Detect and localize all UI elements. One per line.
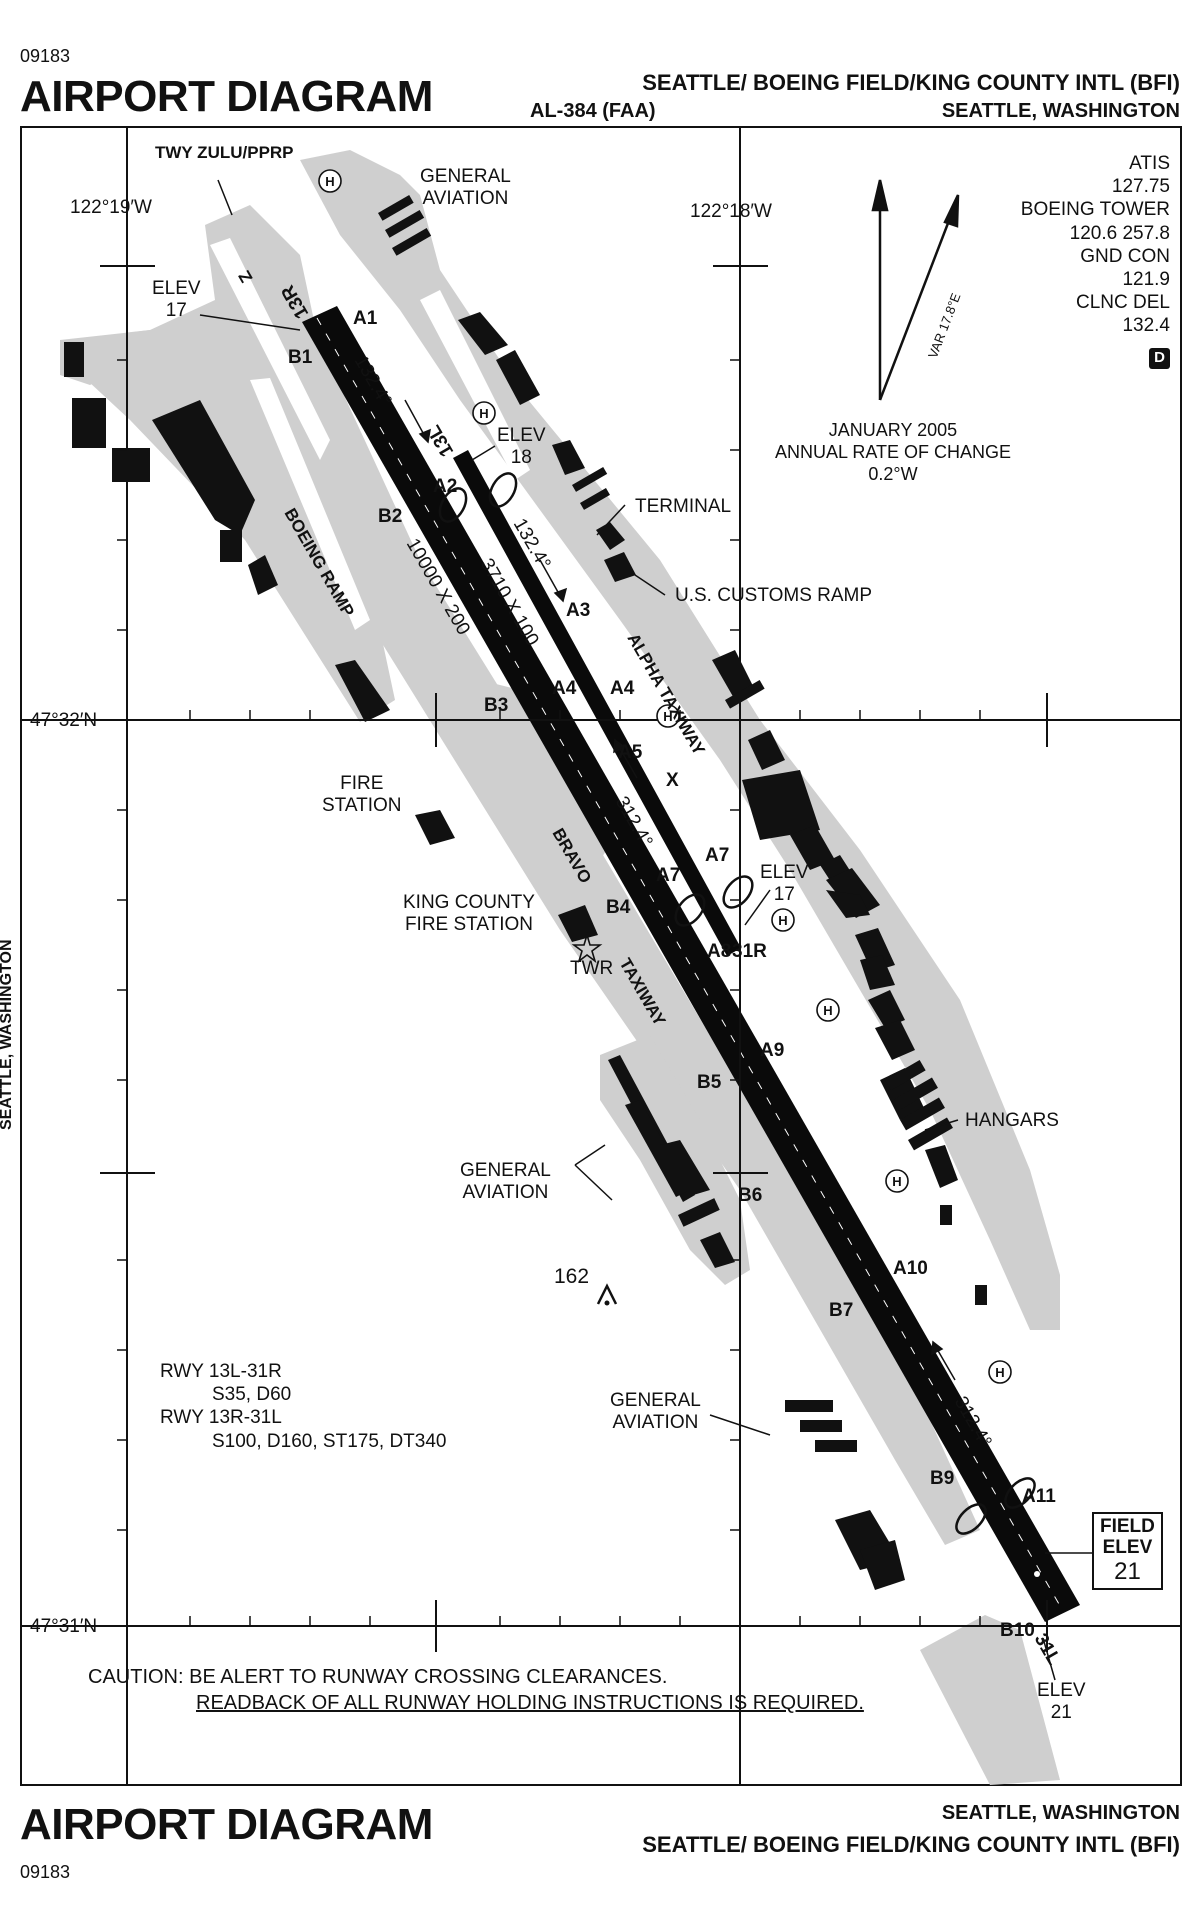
general-aviation-north: GENERAL AVIATION: [420, 166, 511, 209]
svg-text:H: H: [823, 1003, 832, 1018]
fire-station-label: FIRE STATION: [322, 773, 402, 816]
caution-line-1: CAUTION: BE ALERT TO RUNWAY CROSSING CLE…: [88, 1666, 668, 1688]
gnd-label: GND CON: [1080, 245, 1170, 267]
taxiway-b3: B3: [484, 695, 509, 716]
twy-zulu-label: TWY ZULU/PPRP: [155, 143, 294, 162]
tower-label: TWR: [570, 958, 614, 979]
buildings: [64, 195, 987, 1590]
elev-13l-label: ELEV 18: [497, 425, 546, 468]
taxiway-b4: B4: [606, 897, 631, 918]
leader-lines: [199, 179, 1092, 1681]
caution-line-2: READBACK OF ALL RUNWAY HOLDING INSTRUCTI…: [196, 1692, 864, 1714]
svg-text:H: H: [995, 1365, 1004, 1380]
frequency-block: ATIS 127.75 BOEING TOWER 120.6 257.8 GND…: [1021, 152, 1170, 369]
taxiway-b6: B6: [738, 1185, 763, 1206]
atis-freq: 127.75: [1111, 176, 1170, 198]
mag-rate-label: ANNUAL RATE OF CHANGE: [774, 442, 1012, 462]
chart-title-bottom: AIRPORT DIAGRAM: [20, 1800, 433, 1849]
taxiway-a11: A11: [1022, 1486, 1056, 1507]
lon-west-label: 122°19′W: [70, 197, 152, 218]
heading-arrows: [404, 399, 956, 1381]
taxiway-a5: A5: [618, 742, 643, 763]
lat-lon-grid: [20, 127, 1182, 1786]
chart-title-top: AIRPORT DIAGRAM: [20, 72, 433, 121]
taxiway-b5: B5: [697, 1072, 722, 1093]
islands: [210, 238, 960, 1235]
terminal-label: TERMINAL: [635, 496, 732, 517]
hold-markings: [438, 472, 1036, 1535]
pavement: [60, 150, 1060, 1785]
runway-13l-31r: [453, 450, 741, 956]
city-state-top: SEATTLE, WASHINGTON: [941, 100, 1180, 122]
king-county-fire-label: KING COUNTY FIRE STATION: [403, 892, 535, 935]
taxiway-a10: A10: [893, 1258, 928, 1279]
atis-label: ATIS: [1129, 153, 1170, 174]
taxiway-a9: A9: [760, 1040, 785, 1061]
d-atis-symbol: D: [1149, 348, 1170, 369]
field-elevation-box: FIELD ELEV 21: [1092, 1512, 1163, 1591]
taxiway-a8: A8: [707, 941, 732, 962]
mag-rate: 0.2°W: [868, 464, 918, 484]
gnd-freq: 121.9: [1122, 268, 1170, 290]
clnc-label: CLNC DEL: [1076, 292, 1170, 314]
elev-13r-label: ELEV 17: [152, 278, 201, 321]
diagram-frame: [20, 126, 1182, 1786]
hangars-label: HANGARS: [965, 1110, 1059, 1131]
runway-31r-label: 31R: [732, 941, 767, 962]
customs-ramp-label: U.S. CUSTOMS RAMP: [675, 585, 873, 606]
taxiway-b9: B9: [930, 1468, 955, 1489]
svg-text:H: H: [778, 913, 787, 928]
taxiway-b1: B1: [288, 347, 313, 368]
procedure-id: AL-384 (FAA): [530, 100, 656, 122]
tower-star-icon: [571, 932, 603, 964]
obstacle-height: 162: [554, 1265, 590, 1288]
general-aviation-mid: GENERAL AVIATION: [460, 1160, 551, 1203]
runway-strength-block: RWY 13L-31R S35, D60 RWY 13R-31L S100, D…: [160, 1361, 447, 1452]
lat-north-label: 47°32′N: [30, 710, 98, 731]
svg-text:H: H: [663, 709, 672, 724]
tower-freq: 120.6 257.8: [1069, 222, 1170, 244]
grid-ticks: [117, 359, 981, 1626]
tower-label: BOEING TOWER: [1020, 199, 1170, 221]
helipad-h: H: [325, 174, 334, 189]
field-elev-dot: [1034, 1571, 1040, 1577]
taxiway-a1: A1: [353, 308, 378, 329]
svg-text:H: H: [479, 406, 488, 421]
runway-13r-31l: [302, 306, 1080, 1622]
chart-cycle-top: 09183: [20, 46, 71, 66]
clnc-freq: 132.4: [1122, 315, 1170, 337]
taxiway-b2: B2: [378, 506, 403, 527]
taxiway-a4-west: A4: [552, 678, 577, 699]
taxiway-b10: B10: [1000, 1620, 1035, 1641]
lat-south-label: 47°31′N: [30, 1616, 98, 1637]
airport-name-top: SEATTLE/ BOEING FIELD/KING COUNTY INTL (…: [642, 70, 1180, 95]
taxiway-a4-east: A4: [610, 678, 635, 699]
elev-31l-label: ELEV 21: [1037, 1680, 1086, 1723]
lon-east-label: 122°18′W: [690, 201, 772, 222]
airport-name-bottom: SEATTLE/ BOEING FIELD/KING COUNTY INTL (…: [642, 1832, 1180, 1857]
svg-text:H: H: [892, 1174, 901, 1189]
chart-cycle-bottom: 09183: [20, 1862, 71, 1882]
mag-date: JANUARY 2005: [828, 420, 958, 440]
taxiway-b7: B7: [829, 1300, 854, 1321]
helipad-icons: [318, 169, 1012, 1384]
taxiway-a2: A2: [433, 476, 458, 497]
obstacle-icon: [596, 1283, 618, 1305]
taxiway-a7-west: A7: [656, 865, 681, 886]
taxiway-a3: A3: [566, 600, 591, 621]
city-state-bottom: SEATTLE, WASHINGTON: [941, 1802, 1180, 1824]
elev-31r-label: ELEV 17: [760, 862, 809, 905]
north-arrow-icon: [871, 179, 960, 401]
general-aviation-south: GENERAL AVIATION: [610, 1390, 701, 1433]
taxiway-a7-east: A7: [705, 845, 730, 866]
taxiway-x: X: [666, 770, 679, 791]
